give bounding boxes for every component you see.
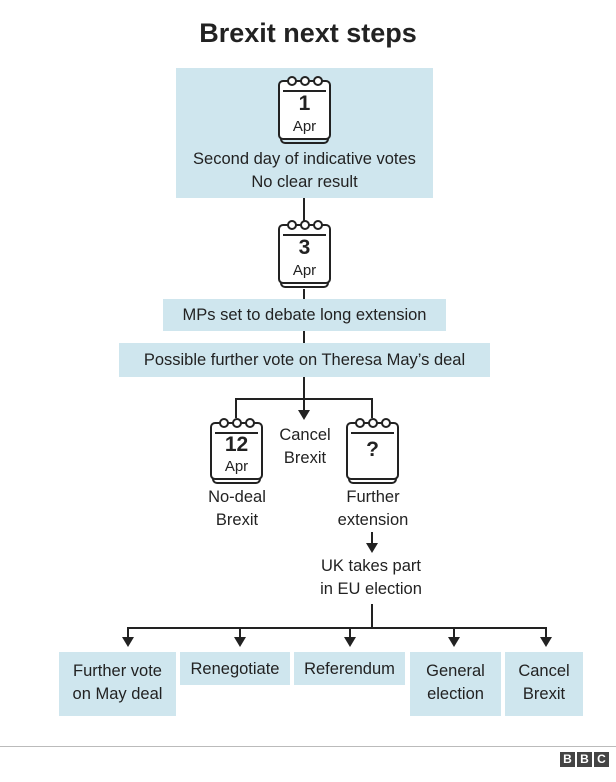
step1-box: 1 Apr Second day of indicative votes No … xyxy=(176,68,433,198)
branch-left-line1: No-deal xyxy=(208,488,266,506)
arrow-down-icon xyxy=(234,637,246,647)
chart-title: Brexit next steps xyxy=(199,18,417,48)
arrow-down-icon xyxy=(448,637,460,647)
outcome-line1: General xyxy=(426,662,485,680)
step1-line2: No clear result xyxy=(251,173,358,191)
outcome-line1: Referendum xyxy=(304,660,395,678)
step1-month: Apr xyxy=(292,118,317,135)
branch-right-symbol: ? xyxy=(366,438,379,461)
step2-day: 3 xyxy=(298,236,311,259)
footer-divider xyxy=(0,746,616,747)
branch-right-line1: Further xyxy=(346,488,400,506)
branch-right-line2: extension xyxy=(337,511,409,529)
outcome-box: Cancel Brexit xyxy=(505,652,583,716)
branch-left-day: 12 xyxy=(224,433,249,456)
outcome-line2: election xyxy=(427,685,484,703)
outcome-line1: Renegotiate xyxy=(190,660,280,678)
branch-middle-line2: Brexit xyxy=(283,449,327,467)
eu-election-line2: in EU election xyxy=(320,580,422,598)
step2-month: Apr xyxy=(292,262,317,279)
further-vote-box: Possible further vote on Theresa May’s d… xyxy=(119,343,490,377)
outcome-line1: Further vote xyxy=(73,662,162,680)
arrow-down-icon xyxy=(122,637,134,647)
calendar-icon: ? xyxy=(346,418,399,484)
calendar-icon: 12 Apr xyxy=(210,418,263,484)
arrow-down-icon xyxy=(344,637,356,647)
arrow-down-icon xyxy=(540,637,552,647)
arrow-down-icon xyxy=(366,543,378,553)
outcome-box: General election xyxy=(410,652,501,716)
outcome-line2: Brexit xyxy=(522,685,566,703)
eu-election-line1: UK takes part xyxy=(321,557,421,575)
outcome-box: Referendum xyxy=(294,652,405,685)
branch-middle-line1: Cancel xyxy=(279,426,331,444)
outcome-box: Renegotiate xyxy=(180,652,290,685)
outcome-box: Further vote on May deal xyxy=(59,652,176,716)
mps-debate-box: MPs set to debate long extension xyxy=(163,299,446,331)
branch-left-line2: Brexit xyxy=(215,511,259,529)
calendar-icon: 3 Apr xyxy=(278,220,331,288)
outcome-line1: Cancel xyxy=(518,662,570,680)
step1-day: 1 xyxy=(298,92,311,115)
step1-line1: Second day of indicative votes xyxy=(193,150,416,168)
branch-left-month: Apr xyxy=(224,458,249,475)
outcome-line2: on May deal xyxy=(72,685,163,703)
arrow-down-icon xyxy=(298,410,310,420)
calendar-icon: 1 Apr xyxy=(278,76,331,144)
